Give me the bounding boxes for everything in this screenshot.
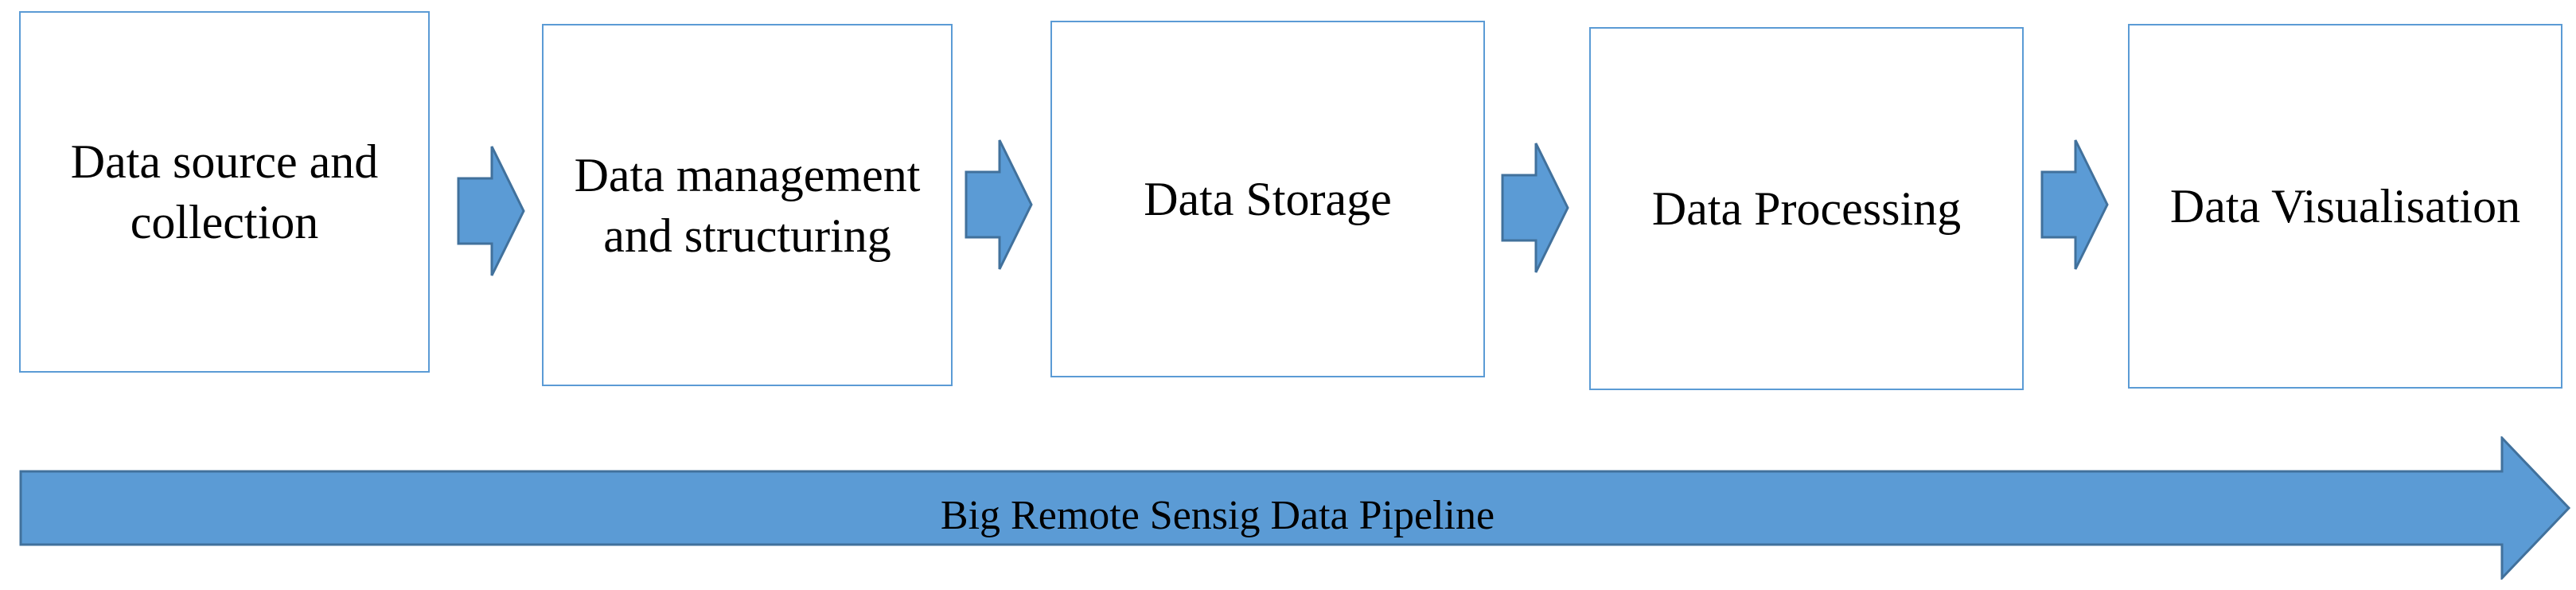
step-box-data-visualisation: Data Visualisation	[2128, 24, 2562, 389]
step-box-data-source-and-collection: Data source and collection	[19, 11, 430, 373]
step-box-data-management-and-structuring: Data management and structuring	[542, 24, 953, 386]
step-label: Data source and collection	[70, 135, 379, 248]
right-arrow-icon	[965, 139, 1033, 270]
step-label: Data management and structuring	[574, 148, 921, 262]
step-box-data-processing: Data Processing	[1589, 27, 2024, 390]
right-arrow-icon	[457, 146, 525, 276]
step-box-data-storage: Data Storage	[1050, 21, 1485, 377]
step-label: Data Visualisation	[2169, 180, 2521, 232]
step-label: Data Storage	[1144, 173, 1392, 225]
pipeline-arrow-icon	[19, 436, 2570, 580]
pipeline-label: Big Remote Sensig Data Pipeline	[940, 493, 1495, 538]
right-arrow-icon	[2040, 139, 2109, 270]
right-arrow-icon	[1501, 143, 1569, 273]
step-label: Data Processing	[1651, 182, 1962, 235]
